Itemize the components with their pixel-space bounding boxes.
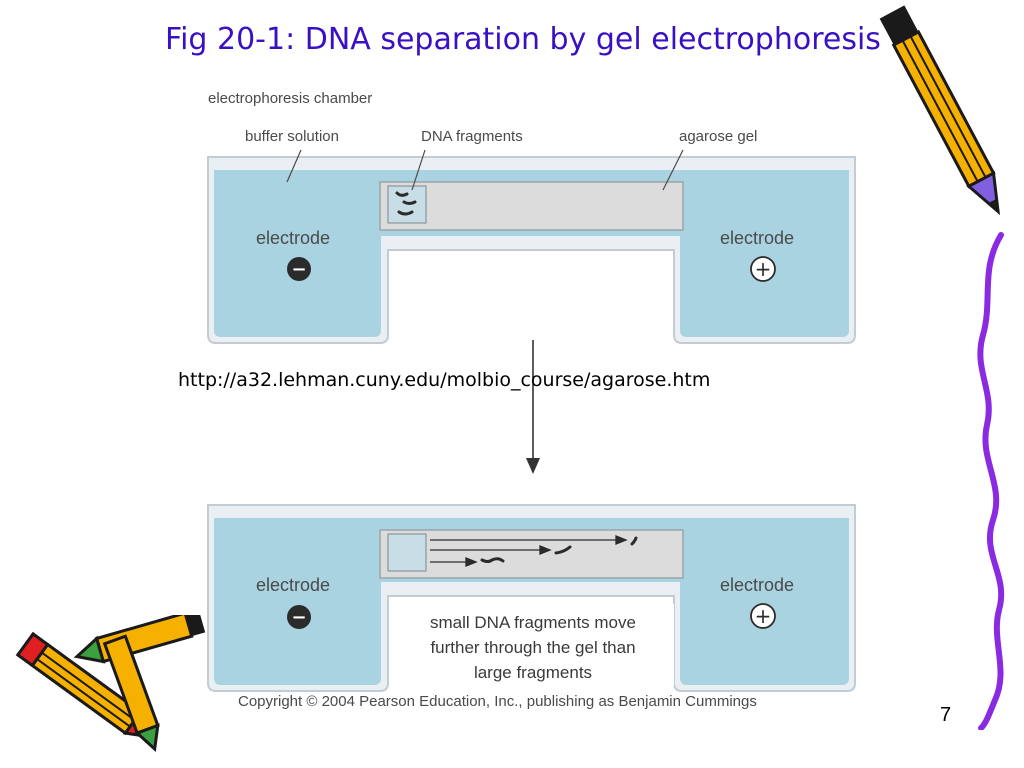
top-buffer	[214, 170, 849, 337]
squiggle-decoration	[977, 232, 1005, 730]
electrode-label-left-top: electrode	[256, 228, 330, 248]
arrow-down-icon	[526, 340, 540, 474]
electrode-label-right-top: electrode	[720, 228, 794, 248]
chamber-label: electrophoresis chamber	[208, 90, 372, 107]
pencil-icon	[879, 5, 1000, 216]
caption-line-1: small DNA fragments move	[430, 613, 636, 632]
top-agarose-gel	[379, 181, 684, 231]
slide-number: 7	[940, 704, 952, 726]
minus-electrode-icon	[287, 605, 311, 629]
gel-label: agarose gel	[679, 128, 757, 145]
dna-fragments-in-well	[395, 191, 417, 216]
caption-line-3: large fragments	[474, 663, 592, 682]
top-chamber: electrophoresis chamber buffer solution …	[207, 90, 856, 344]
copyright-text: Copyright © 2004 Pearson Education, Inc.…	[238, 693, 757, 710]
plus-symbol: +	[755, 257, 772, 281]
electrode-label-left-bottom: electrode	[256, 575, 330, 595]
migrated-dna-fragments	[480, 536, 638, 563]
minus-electrode-icon	[287, 257, 311, 281]
bottom-buffer	[214, 518, 849, 685]
buffer-label: buffer solution	[245, 128, 339, 145]
electrode-label-right-bottom: electrode	[720, 575, 794, 595]
caption-line-2: further through the gel than	[430, 638, 635, 657]
plus-symbol: +	[755, 604, 772, 628]
plus-electrode-icon	[750, 256, 776, 282]
fragments-label: DNA fragments	[421, 128, 523, 145]
plus-electrode-icon	[750, 603, 776, 629]
migration-arrows	[430, 535, 628, 567]
bottom-well	[387, 533, 427, 572]
slide-title: Fig 20-1: DNA separation by gel electrop…	[165, 22, 881, 57]
pencil-icon	[15, 615, 206, 753]
minus-symbol: −	[291, 607, 306, 628]
bottom-agarose-gel	[379, 529, 684, 579]
bottom-chamber: small DNA fragments move further through…	[207, 504, 856, 692]
caption-box	[392, 604, 674, 686]
source-url: http://a32.lehman.cuny.edu/molbio_course…	[178, 369, 711, 391]
minus-symbol: −	[291, 259, 306, 280]
